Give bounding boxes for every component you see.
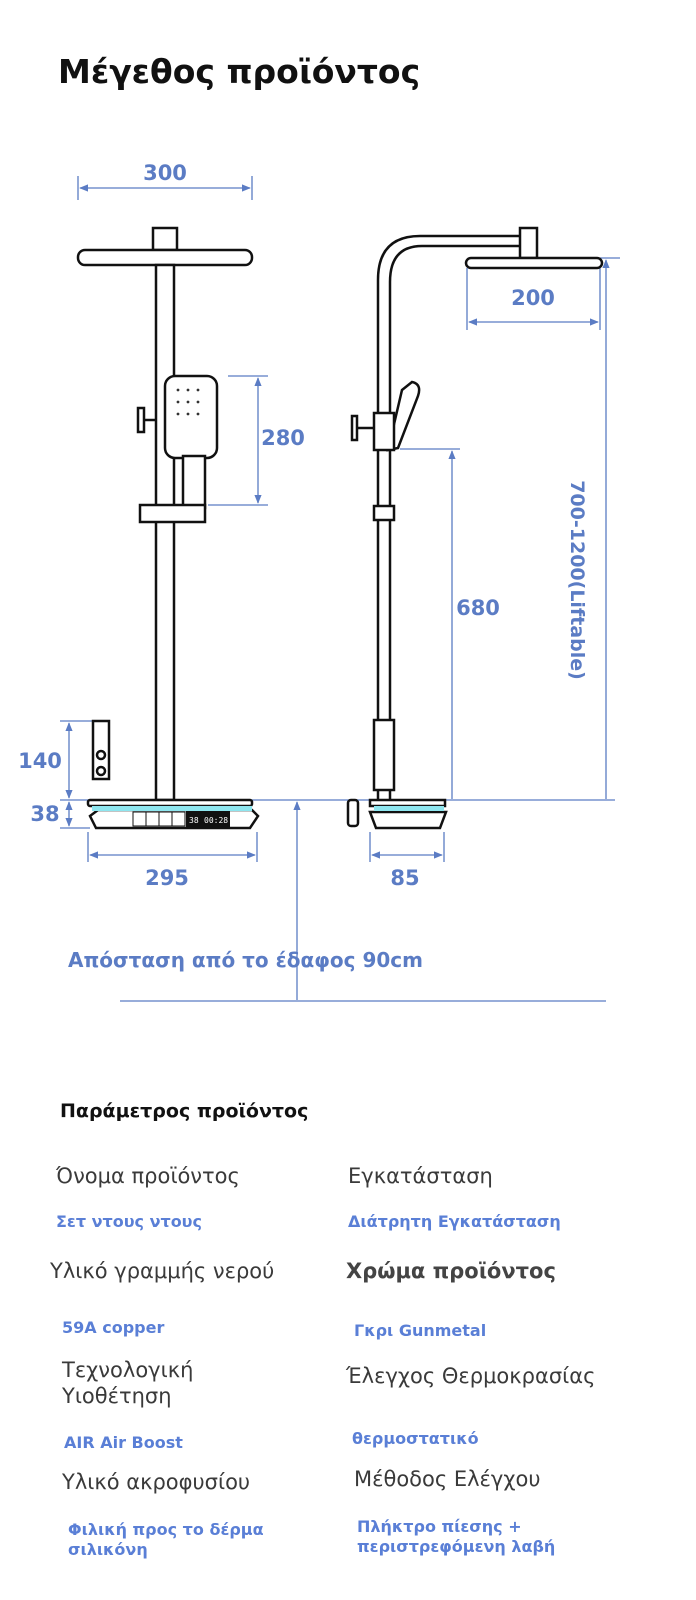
digital-display [186,811,230,827]
label-200: 200 [511,286,555,310]
param-label: Υλικό γραμμής νερού [50,1259,275,1283]
front-view-shower [76,226,260,830]
param-value: Πλήκτρο πίεσης + περιστρεφόμενη λαβή [357,1517,556,1556]
label-140: 140 [18,749,62,773]
param-value: θερμοστατικό [352,1429,479,1448]
label-295: 295 [145,866,189,890]
label-280: 280 [261,426,305,450]
page-title: Μέγεθος προϊόντος [58,52,421,91]
param-value: Διάτρητη Εγκατάσταση [348,1212,561,1231]
label-300: 300 [143,161,187,185]
param-label: Όνομα προϊόντος [56,1164,240,1188]
param-value: Γκρι Gunmetal [354,1321,487,1340]
param-value: AIR Air Boost [64,1433,183,1452]
label-38: 38 [30,802,59,826]
param-value: Σετ ντους ντους [56,1212,202,1231]
floor-distance-label: Απόσταση από το έδαφος 90cm [68,948,423,972]
dimension-diagram: 38 00:28 300 280 140 38 295 200 680 85 7… [18,161,620,1002]
display-time: 00:28 [204,816,228,825]
label-680: 680 [456,596,500,620]
side-view-shower [346,226,604,830]
param-label: Τεχνολογική Υιοθέτηση [62,1358,194,1409]
label-height-range: 700-1200(Liftable) [566,480,588,680]
param-label: Εγκατάσταση [348,1164,493,1188]
ambient-light-strip [92,806,252,811]
param-label: Χρώμα προϊόντος [346,1259,556,1283]
label-85: 85 [390,866,419,890]
params-title: Παράμετρος προϊόντος [60,1100,309,1122]
param-label: Έλεγχος Θερμοκρασίας [346,1364,596,1388]
display-temp: 38 [189,816,199,825]
handshower-head [163,374,219,460]
param-label: Μέθοδος Ελέγχου [354,1467,541,1491]
param-value: Φιλική προς το δέρμα σιλικόνη [68,1520,264,1559]
param-label: Υλικό ακροφυσίου [62,1470,251,1494]
param-value: 59A copper [62,1318,165,1337]
handshower-dots [176,388,200,416]
